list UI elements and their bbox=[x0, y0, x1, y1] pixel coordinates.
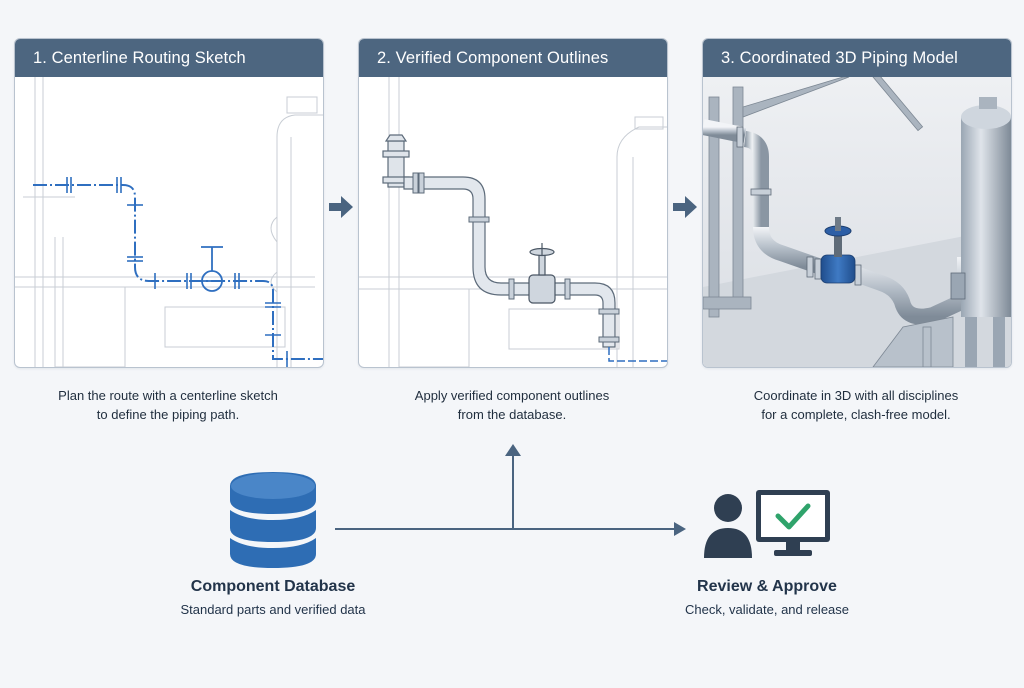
panel-title: 3. Coordinated 3D Piping Model bbox=[703, 39, 1011, 77]
flow-arrow-2 bbox=[673, 196, 697, 223]
panel-3d-model: 3. Coordinated 3D Piping Model bbox=[702, 38, 1012, 368]
database-title: Component Database bbox=[190, 578, 356, 595]
user-monitor-check-icon bbox=[704, 488, 832, 565]
panel-title: 1. Centerline Routing Sketch bbox=[15, 39, 323, 77]
review-subtitle: Check, validate, and release bbox=[684, 602, 850, 617]
centerline-sketch-drawing bbox=[15, 77, 323, 367]
flow-arrow-1 bbox=[329, 196, 353, 223]
panel-3-caption: Coordinate in 3D with all disciplines fo… bbox=[753, 388, 959, 422]
database-subtitle: Standard parts and verified data bbox=[180, 602, 366, 617]
review-title: Review & Approve bbox=[697, 578, 837, 595]
panel-2-caption: Apply verified component outlines from t… bbox=[414, 388, 610, 422]
database-icon bbox=[230, 472, 316, 573]
panel-component-outlines: 2. Verified Component Outlines bbox=[358, 38, 668, 368]
panel-centerline-sketch: 1. Centerline Routing Sketch bbox=[14, 38, 324, 368]
panel-title: 2. Verified Component Outlines bbox=[359, 39, 667, 77]
panel-1-caption: Plan the route with a centerline sketch … bbox=[58, 388, 278, 422]
3d-piping-model-render bbox=[703, 77, 1011, 367]
component-outlines-drawing bbox=[359, 77, 667, 367]
